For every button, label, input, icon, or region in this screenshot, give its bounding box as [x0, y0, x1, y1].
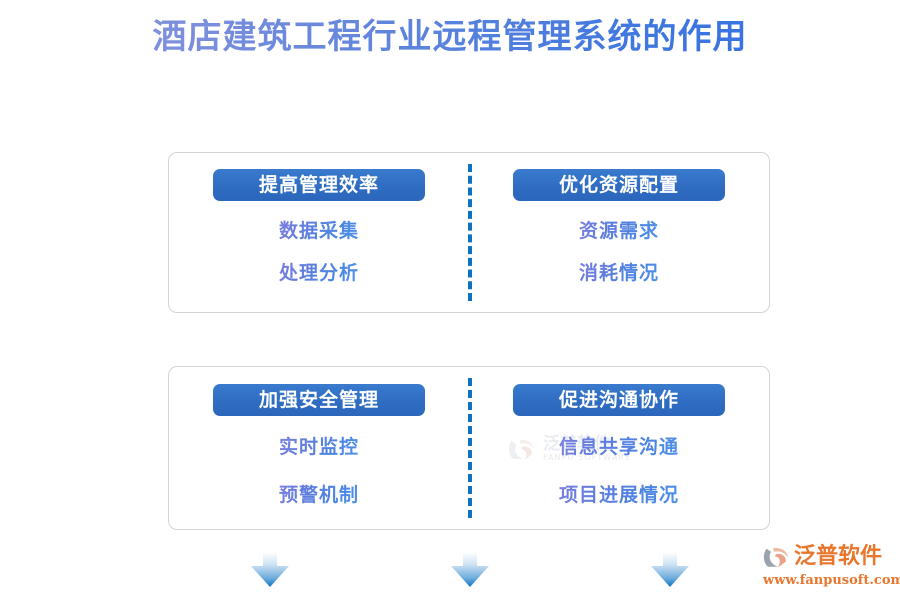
column-item-data-collection: 数据采集 [278, 220, 359, 242]
panel-2-dashed-divider [468, 378, 472, 518]
brand-row: 泛普软件 [762, 542, 894, 572]
down-arrow-center-icon [451, 552, 489, 587]
column-header-promote-collaboration[interactable]: 促进沟通协作 [513, 384, 725, 416]
column-item-information-sharing: 信息共享沟通 [558, 436, 679, 458]
column-item-project-progress: 项目进展情况 [558, 484, 679, 506]
panel-2-column-2: 促进沟通协作 信息共享沟通 项目进展情况 [469, 367, 769, 529]
panel-1-column-2: 优化资源配置 资源需求 消耗情况 [469, 153, 769, 312]
column-header-improve-efficiency[interactable]: 提高管理效率 [213, 169, 425, 201]
down-arrow-right-icon [651, 552, 689, 587]
content-panel-1: 提高管理效率 数据采集 处理分析 优化资源配置 资源需求 消耗情况 [168, 152, 770, 313]
column-item-realtime-monitoring: 实时监控 [278, 436, 359, 458]
brand-logo: 泛普软件 www.fanpusoft.com [762, 542, 900, 592]
down-arrow-left-icon [251, 552, 289, 587]
panel-1-dashed-divider [468, 164, 472, 301]
column-item-warning-mechanism: 预警机制 [278, 484, 359, 506]
fanpu-logo-icon [763, 547, 789, 568]
panel-inner: 加强安全管理 实时监控 预警机制 泛普软件 FANPU SOFTWARE 促进沟… [169, 367, 769, 529]
brand-url: www.fanpusoft.com [763, 573, 900, 588]
content-panel-2: 加强安全管理 实时监控 预警机制 泛普软件 FANPU SOFTWARE 促进沟… [168, 366, 770, 530]
column-header-optimize-resources[interactable]: 优化资源配置 [513, 169, 725, 201]
panel-1-column-1: 提高管理效率 数据采集 处理分析 [169, 153, 469, 312]
panel-inner: 提高管理效率 数据采集 处理分析 优化资源配置 资源需求 消耗情况 [169, 153, 769, 312]
page-title: 酒店建筑工程行业远程管理系统的作用 [0, 14, 900, 60]
column-item-resource-demand: 资源需求 [578, 220, 659, 242]
column-item-consumption-status: 消耗情况 [578, 262, 659, 284]
column-item-processing-analysis: 处理分析 [278, 262, 359, 284]
panel-2-column-1: 加强安全管理 实时监控 预警机制 [169, 367, 469, 529]
brand-name: 泛普软件 [794, 544, 883, 569]
column-header-strengthen-safety[interactable]: 加强安全管理 [213, 384, 425, 416]
